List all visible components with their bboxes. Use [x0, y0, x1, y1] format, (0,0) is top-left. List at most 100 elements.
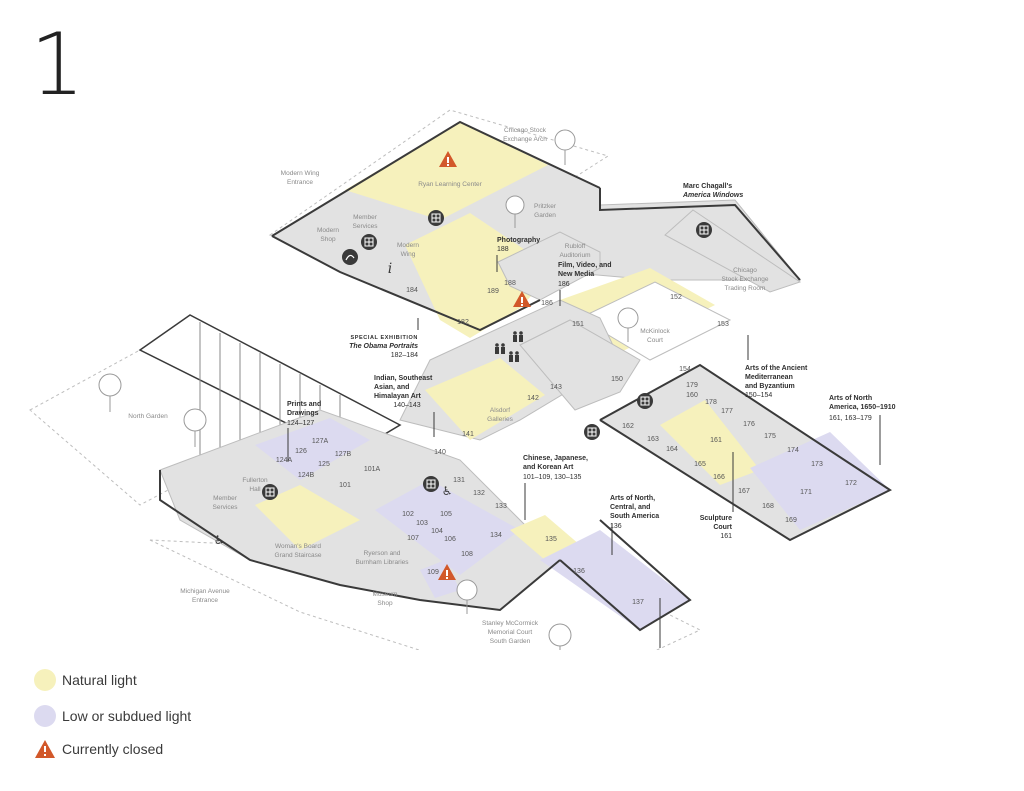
north-america-callout-rooms: 161, 163–179	[829, 415, 872, 422]
legend-closed-label: Currently closed	[62, 741, 164, 757]
room-number: 166	[713, 474, 725, 481]
closed-warning-icon	[35, 740, 55, 758]
room-number: 127A	[312, 438, 329, 445]
room-number: 167	[738, 488, 750, 495]
elevator-icon	[423, 476, 439, 492]
info-glyph: i	[388, 261, 392, 277]
closed-warning-icon	[513, 291, 531, 307]
low-light-swatch	[34, 705, 56, 727]
tree-icon	[456, 579, 478, 614]
prints-callout-rooms: 124–127	[287, 420, 314, 427]
room-number: 188	[504, 280, 516, 287]
tree-icon	[548, 623, 572, 650]
room-number: 163	[647, 436, 659, 443]
chinese-japanese-callout-title: Chinese, Japanese,and Korean Art	[523, 455, 588, 471]
tree-icon	[505, 195, 525, 228]
legend-natural-light-label: Natural light	[62, 672, 137, 688]
elevator-icon	[584, 424, 600, 440]
legend-closed: Currently closed	[34, 739, 163, 759]
elevator-icon	[696, 222, 712, 238]
obama-callout-rooms: 182–184	[391, 352, 418, 359]
room-number: 106	[444, 536, 456, 543]
north-garden-label: North Garden	[128, 413, 168, 420]
room-number: 133	[495, 503, 507, 510]
indian-asian-callout-rooms: 140–143	[393, 402, 420, 409]
trees	[98, 129, 639, 650]
tree-icon	[617, 307, 639, 342]
room-number: 173	[811, 461, 823, 468]
sculpture-court-callout-rooms: 161	[720, 533, 732, 540]
map-icons: i♿♿	[214, 151, 712, 580]
room-number: 176	[743, 421, 755, 428]
room-number: 124B	[298, 472, 315, 479]
room-number: 184	[406, 287, 418, 294]
room-number: 164	[666, 446, 678, 453]
chagall-callout-title: Marc Chagall's	[683, 183, 732, 190]
room-number: 165	[694, 461, 706, 468]
right-wing	[599, 363, 892, 542]
legend-natural-light: Natural light	[34, 669, 137, 691]
tree-icon	[183, 408, 207, 447]
room-number: 161	[710, 437, 722, 444]
closed-warning-icon	[438, 564, 456, 580]
room-number: 108	[461, 551, 473, 558]
room-number: 154	[679, 366, 691, 373]
restroom-icon	[495, 343, 505, 354]
room-number: 153	[717, 321, 729, 328]
obama-callout-title: The Obama Portraits	[349, 343, 418, 350]
tree-icon	[554, 129, 576, 165]
room-number: 135	[545, 536, 557, 543]
restroom-icon	[509, 351, 519, 362]
room-number: 136	[573, 568, 585, 575]
room-number: 141	[462, 431, 474, 438]
room-number: 162	[622, 423, 634, 430]
room-number: 107	[407, 535, 419, 542]
room-number: 127B	[335, 451, 352, 458]
obama-callout-kicker: SPECIAL EXHIBITION	[350, 335, 418, 341]
room-number: 179	[686, 382, 698, 389]
room-number: 189	[487, 288, 499, 295]
room-number: 175	[764, 433, 776, 440]
room-number: 168	[762, 503, 774, 510]
restroom-icon	[513, 331, 523, 342]
room-number: 101	[339, 482, 351, 489]
elevator-icon	[428, 210, 444, 226]
room-number: 142	[527, 395, 539, 402]
film-video-callout-rooms: 186	[558, 281, 570, 288]
accessible-entrance-icon: ♿	[442, 484, 453, 498]
room-number: 125	[318, 461, 330, 468]
photography-callout-rooms: 188	[497, 246, 509, 253]
chinese-japanese-callout-rooms: 101–109, 130–135	[523, 474, 581, 481]
room-number: 102	[402, 511, 414, 518]
elevator-icon	[262, 484, 278, 500]
floor-number: 1	[30, 15, 85, 115]
room-number: 172	[845, 480, 857, 487]
room-number: 137	[632, 599, 644, 606]
ancient-med-callout-rooms: 150–154	[745, 392, 772, 399]
room-number: 177	[721, 408, 733, 415]
room-number: 160	[686, 392, 698, 399]
accessible-glyph: ♿	[442, 484, 453, 498]
room-number: 182	[457, 319, 469, 326]
room-number: 140	[434, 449, 446, 456]
